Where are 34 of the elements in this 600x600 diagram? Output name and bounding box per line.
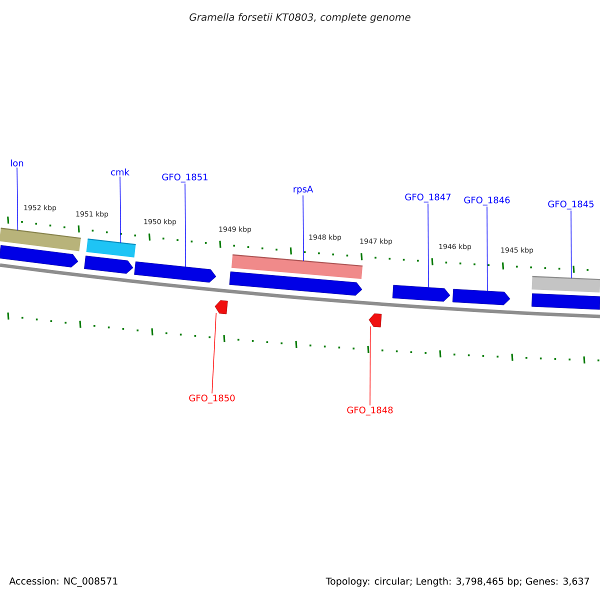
gene-feature-bar xyxy=(532,276,600,293)
leader-line xyxy=(120,176,122,244)
gene-feature-bar xyxy=(0,228,81,252)
gene-feature xyxy=(0,245,78,268)
gene-label: GFO_1851 xyxy=(162,174,208,182)
gene-label: GFO_1847 xyxy=(405,194,451,202)
gene-label: lon xyxy=(11,160,24,166)
gene-feature xyxy=(134,261,216,283)
gene-feature xyxy=(392,284,450,302)
leader-line xyxy=(16,167,18,231)
gene-feature xyxy=(368,313,382,328)
leader-line xyxy=(570,210,572,279)
leader-line xyxy=(302,195,304,262)
gene-label: rpsA xyxy=(294,186,314,194)
gene-feature xyxy=(532,293,600,310)
gene-label: cmk xyxy=(111,168,130,176)
gene-feature xyxy=(452,288,510,306)
gene-feature-bar xyxy=(86,238,136,258)
footer-text: Topology: circular; Length: 3,798,465 bp; Genes: 3,637 xyxy=(326,577,589,587)
leader-line xyxy=(184,183,186,268)
gene-feature xyxy=(229,271,362,296)
gene-label: GFO_1846 xyxy=(464,196,510,206)
gene-label: GFO_1850 xyxy=(189,394,235,404)
footer-text: Accession: NC_008571 xyxy=(9,577,118,587)
leader-line xyxy=(212,312,217,394)
leader-line xyxy=(370,326,371,406)
gene-feature-bar xyxy=(231,254,363,279)
gene-feature xyxy=(84,256,134,274)
gene-feature xyxy=(214,300,228,314)
gene-label: GFO_1845 xyxy=(548,200,594,210)
leader-line xyxy=(428,203,429,288)
gene-label: GFO_1848 xyxy=(347,406,393,416)
title: Gramella forsetii KT0803, complete genome xyxy=(190,13,410,23)
leader-line xyxy=(486,206,488,292)
